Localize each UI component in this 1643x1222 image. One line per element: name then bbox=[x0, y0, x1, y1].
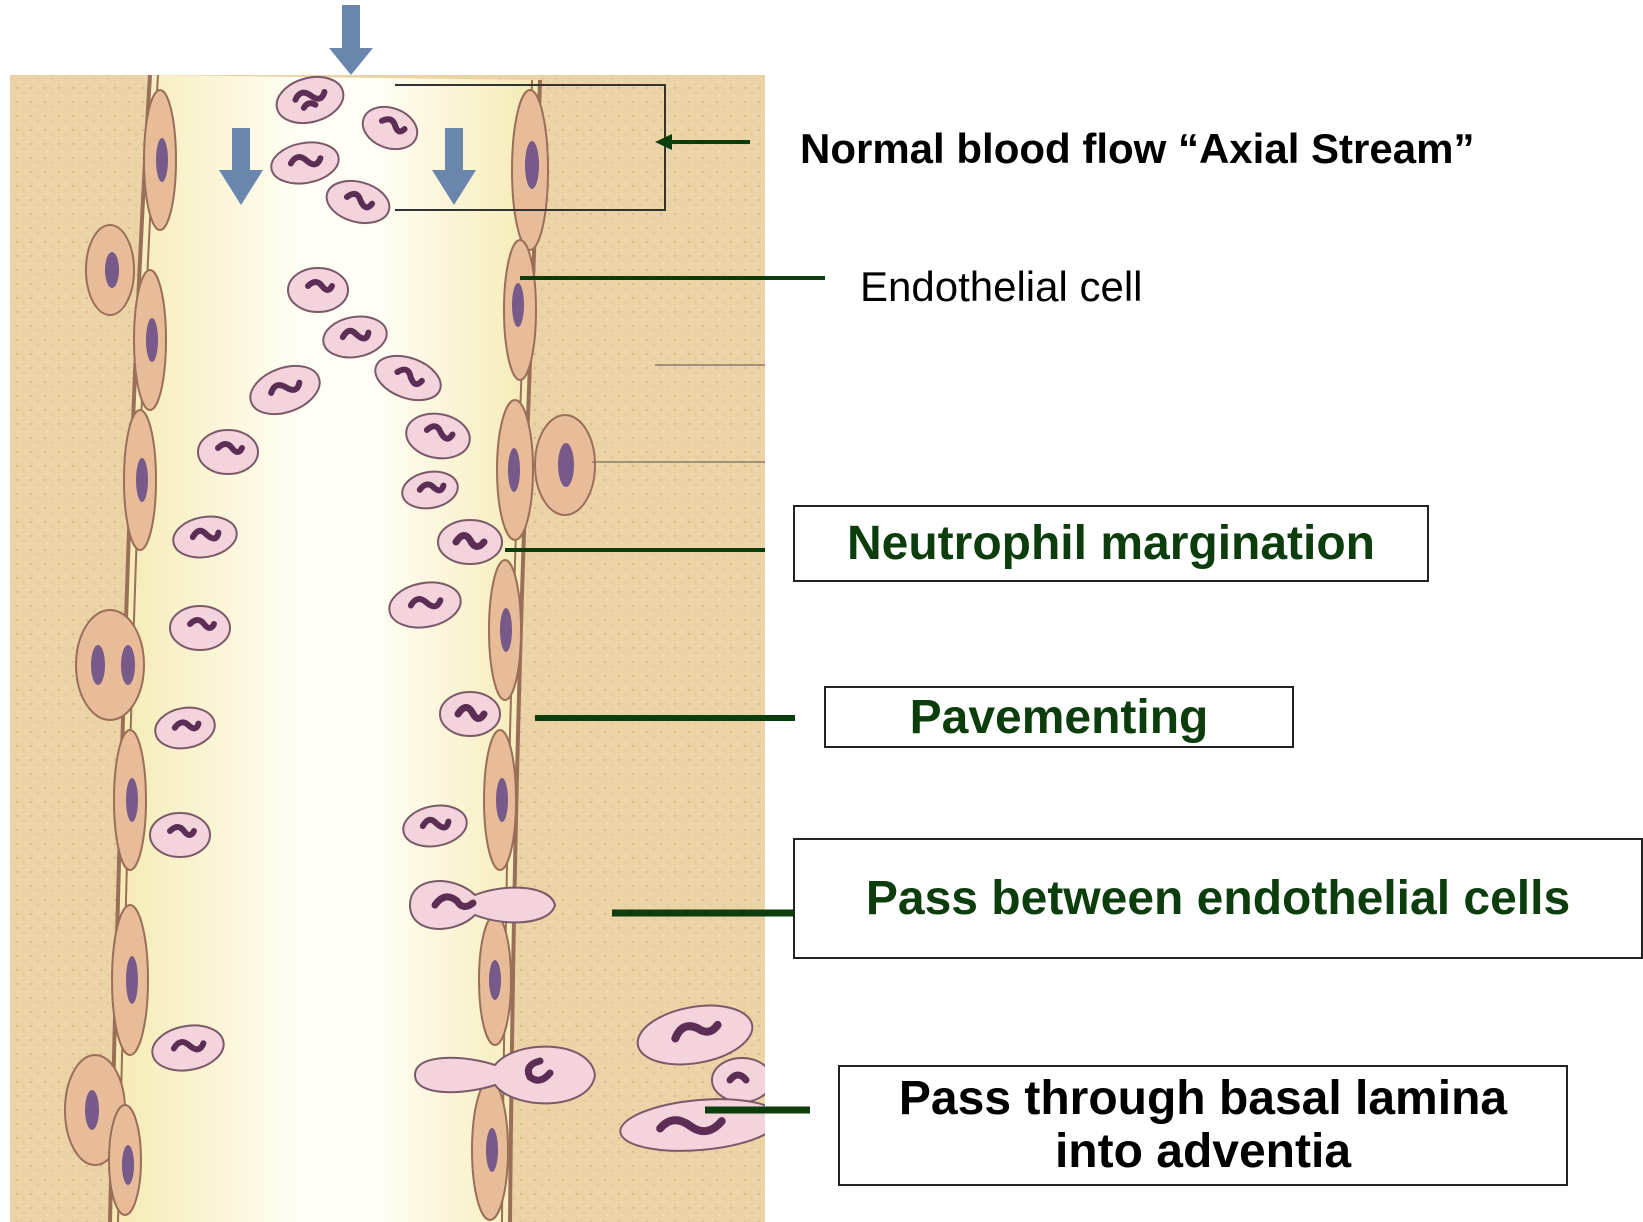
axial-stream-label: Normal blood flow “Axial Stream” bbox=[800, 125, 1474, 173]
nucleus bbox=[146, 318, 158, 362]
pavementing-label: Pavementing bbox=[824, 686, 1294, 748]
nucleus bbox=[489, 960, 501, 1000]
pass-between-label: Pass between endothelial cells bbox=[793, 838, 1643, 959]
neutrophil bbox=[170, 606, 230, 650]
nucleus bbox=[122, 1145, 134, 1185]
neutrophil bbox=[438, 520, 502, 564]
nucleus bbox=[558, 443, 574, 487]
nucleus bbox=[486, 1128, 498, 1172]
down-arrow-icon bbox=[329, 5, 373, 75]
margination-label: Neutrophil margination bbox=[793, 505, 1429, 582]
nucleus bbox=[500, 608, 512, 652]
nucleus bbox=[512, 283, 524, 327]
nucleus bbox=[121, 645, 135, 685]
nucleus bbox=[126, 778, 138, 822]
nucleus bbox=[105, 252, 119, 288]
nucleus bbox=[91, 645, 105, 685]
neutrophil bbox=[150, 813, 210, 857]
endothelial-cell-label: Endothelial cell bbox=[860, 263, 1143, 311]
nucleus bbox=[508, 448, 520, 492]
neutrophil bbox=[198, 430, 258, 474]
label-area bbox=[765, 0, 1643, 1222]
basal-lamina-label-line1: Pass through basal lamina bbox=[899, 1073, 1507, 1126]
nucleus bbox=[126, 956, 138, 1004]
nucleus bbox=[496, 778, 508, 822]
basal-lamina-label: Pass through basal lamina into adventia bbox=[838, 1065, 1568, 1186]
neutrophil bbox=[440, 692, 500, 736]
neutrophil bbox=[712, 1058, 772, 1102]
nucleus bbox=[136, 458, 148, 502]
basal-lamina-label-line2: into adventia bbox=[1055, 1126, 1351, 1179]
neutrophil bbox=[288, 268, 348, 312]
nucleus bbox=[85, 1090, 99, 1130]
nucleus bbox=[156, 138, 168, 182]
nucleus bbox=[525, 141, 539, 189]
